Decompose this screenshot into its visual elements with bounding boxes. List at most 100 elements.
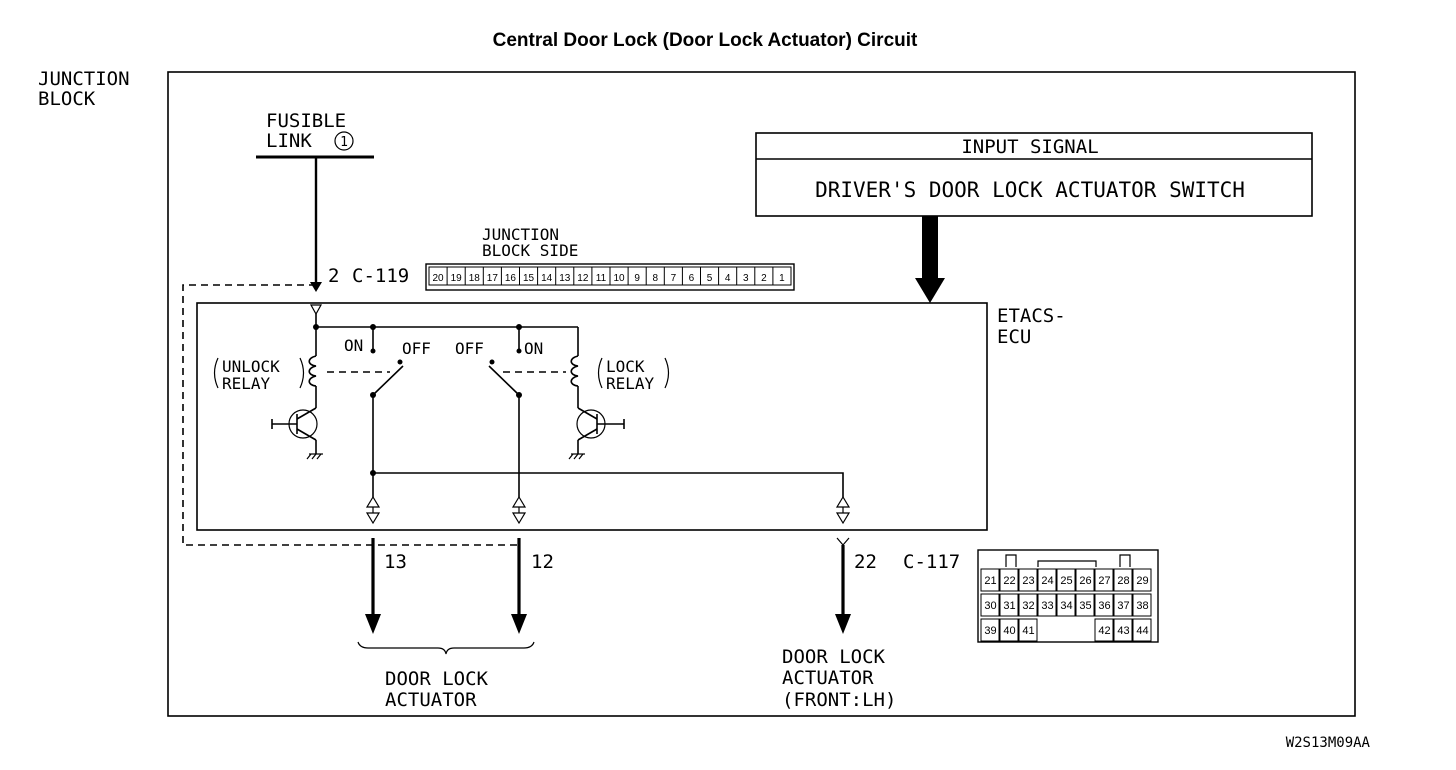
pin13-connector-symbol bbox=[365, 495, 381, 525]
lock-ground-symbol bbox=[568, 453, 585, 460]
c117-pin-cell bbox=[1113, 593, 1133, 617]
pin13-output-arrow bbox=[365, 614, 381, 634]
c117-pin-label: 22 bbox=[1003, 575, 1015, 587]
c117-pin-label: 39 bbox=[984, 625, 996, 637]
c117-pin-cell bbox=[999, 568, 1019, 592]
fusible-link-arrow bbox=[310, 282, 322, 292]
c117-pin-label: 21 bbox=[984, 575, 996, 587]
c117-pin-cell bbox=[1113, 618, 1133, 642]
c117-pin-cell bbox=[1132, 618, 1152, 642]
unlock-switch-off-label: OFF bbox=[402, 339, 431, 358]
c117-pin-label: 32 bbox=[1022, 600, 1034, 612]
jbs-pin-label: 4 bbox=[725, 273, 731, 284]
jbs-pin-label: 20 bbox=[432, 273, 444, 284]
fusible-link-label-2: LINK bbox=[266, 130, 312, 152]
unlock-switch-off-contact bbox=[397, 359, 403, 365]
c117-pin-label: 31 bbox=[1003, 600, 1015, 612]
pin22-label: 22 bbox=[854, 551, 877, 573]
input-signal-arrow-head bbox=[915, 278, 945, 303]
junction-block-dashed-boundary bbox=[182, 284, 518, 546]
jbs-pin-label: 2 bbox=[761, 273, 767, 284]
pin22-entry-mark bbox=[836, 537, 850, 546]
pin13-label: 13 bbox=[384, 551, 407, 573]
door-lock-actuator-lh-label-1: DOOR LOCK bbox=[782, 646, 886, 668]
c117-pin-label: 26 bbox=[1079, 575, 1091, 587]
pin12-label: 12 bbox=[531, 551, 554, 573]
c117-pin-label: 43 bbox=[1117, 625, 1129, 637]
c117-pin-cell bbox=[1056, 568, 1076, 592]
c117-pin-cell bbox=[999, 618, 1019, 642]
c117-pin-cell bbox=[1113, 568, 1133, 592]
unlock-relay-label-2: RELAY bbox=[222, 374, 271, 393]
lock-relay-label-2: RELAY bbox=[606, 374, 655, 393]
junction-block-side-label-1: JUNCTION bbox=[482, 225, 559, 244]
door-lock-actuator-label-2: ACTUATOR bbox=[385, 689, 477, 711]
jbs-pin-label: 6 bbox=[689, 273, 695, 284]
junction-block-frame bbox=[167, 71, 1356, 717]
c117-key bbox=[1037, 560, 1097, 567]
c117-pin-label: 41 bbox=[1022, 625, 1034, 637]
input-signal-value: DRIVER'S DOOR LOCK ACTUATOR SWITCH bbox=[815, 178, 1245, 202]
c117-pin-cell bbox=[999, 593, 1019, 617]
c117-pin-label: 33 bbox=[1041, 600, 1053, 612]
c117-pin-cell bbox=[1094, 593, 1114, 617]
jbs-pin-label: 11 bbox=[596, 273, 607, 284]
pin22-output-arrow bbox=[835, 614, 851, 634]
fusible-link-number: 1 bbox=[340, 135, 348, 150]
unlock-relay-coil bbox=[308, 355, 317, 387]
c117-pin-label: 35 bbox=[1079, 600, 1091, 612]
unlock-relay-label-bracket-right bbox=[299, 357, 305, 389]
lock-switch-off-contact bbox=[489, 359, 495, 365]
c117-pin-cell bbox=[1037, 593, 1057, 617]
c117-pin-label: 25 bbox=[1060, 575, 1072, 587]
c117-pin-label: 23 bbox=[1022, 575, 1034, 587]
c117-latch-left bbox=[1005, 554, 1017, 567]
unlock-switch-on-contact bbox=[370, 348, 376, 354]
c117-pin-label: 38 bbox=[1136, 600, 1148, 612]
c117-pin-label: 44 bbox=[1136, 625, 1148, 637]
unlock-transistor-emitter bbox=[296, 428, 317, 441]
jbs-pin-label: 14 bbox=[541, 273, 553, 284]
door-lock-actuator-brace bbox=[357, 641, 535, 655]
lock-transistor-emitter bbox=[577, 428, 598, 441]
c117-pin-label: 28 bbox=[1117, 575, 1129, 587]
c117-pin-cell bbox=[1075, 593, 1095, 617]
unlock-switch-on-label: ON bbox=[344, 336, 363, 355]
unlock-relay-label-1: UNLOCK bbox=[222, 357, 280, 376]
jbs-pin-label: 18 bbox=[469, 273, 481, 284]
c119-pin: 2 bbox=[328, 265, 339, 287]
c119-connector-symbol bbox=[309, 304, 323, 316]
c117-pin-cell bbox=[980, 618, 1000, 642]
unlock-ground-symbol bbox=[306, 453, 323, 460]
junction-block-label-2: BLOCK bbox=[38, 88, 96, 110]
jbs-pin-label: 9 bbox=[634, 273, 640, 284]
jbs-pin-label: 19 bbox=[451, 273, 463, 284]
jbs-pin-label: 5 bbox=[707, 273, 713, 284]
unlock-relay-label-bracket-left bbox=[213, 357, 219, 389]
c117-outline bbox=[977, 549, 1159, 643]
lock-switch-on-label: ON bbox=[524, 339, 543, 358]
diagram-code: W2S13M09AA bbox=[1286, 735, 1371, 751]
c117-pin-cell bbox=[1132, 593, 1152, 617]
etacs-ecu-label-1: ETACS- bbox=[997, 305, 1066, 327]
junction-block-side-label-2: BLOCK SIDE bbox=[482, 241, 578, 260]
lock-transistor-collector bbox=[577, 407, 598, 420]
jbs-pin-label: 10 bbox=[613, 273, 625, 284]
c117-label: C-117 bbox=[903, 551, 960, 573]
c117-pin-cell bbox=[1018, 568, 1038, 592]
c117-pin-label: 42 bbox=[1098, 625, 1110, 637]
c117-pin-cell bbox=[1018, 618, 1038, 642]
pin12-output-arrow bbox=[511, 614, 527, 634]
c117-pin-cell bbox=[980, 593, 1000, 617]
lock-switch-on-contact bbox=[516, 348, 522, 354]
jbs-pin-label: 16 bbox=[505, 273, 517, 284]
c117-pin-label: 27 bbox=[1098, 575, 1110, 587]
c119-connector: C-119 bbox=[352, 265, 409, 287]
door-lock-actuator-lh-label-2: ACTUATOR bbox=[782, 667, 874, 689]
jbs-pin-label: 7 bbox=[671, 273, 677, 284]
c117-pin-label: 37 bbox=[1117, 600, 1129, 612]
lock-relay-label-bracket-right bbox=[664, 357, 670, 389]
junction-block-label-1: JUNCTION bbox=[38, 68, 130, 90]
